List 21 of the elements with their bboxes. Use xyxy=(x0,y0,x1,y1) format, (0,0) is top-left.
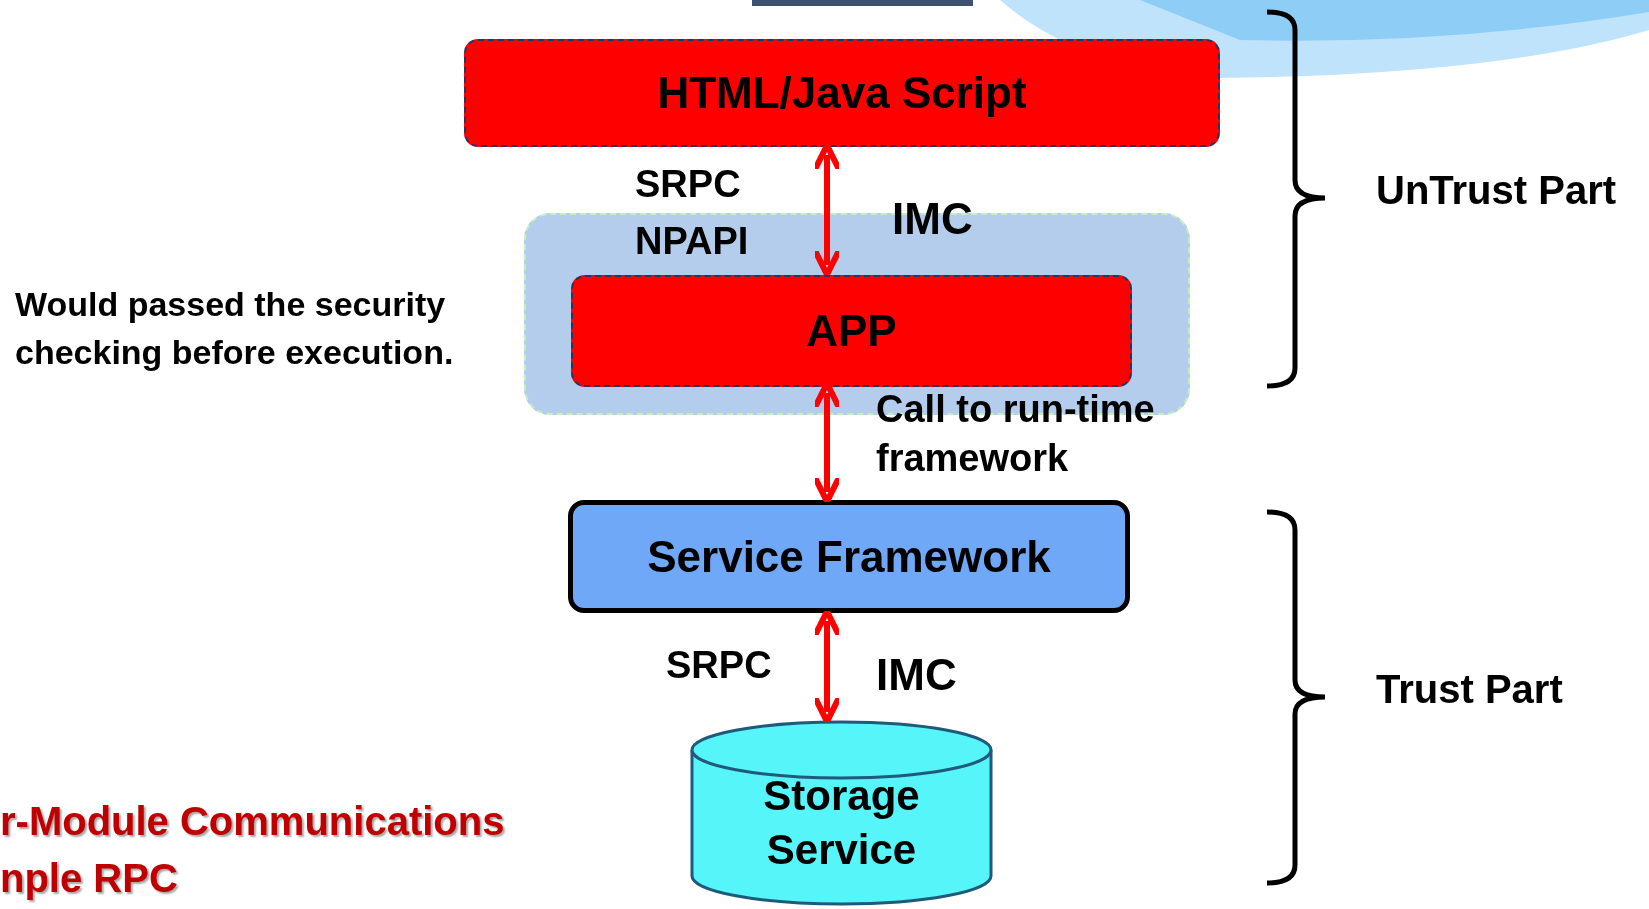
text-label: IMC xyxy=(876,649,957,701)
text-label: Trust Part xyxy=(1376,666,1563,713)
double-arrow xyxy=(812,142,842,278)
process-box xyxy=(571,275,1132,387)
text-label: UnTrust Part xyxy=(1376,167,1617,214)
text-label: SRPC xyxy=(635,162,741,207)
text-label: nple RPC xyxy=(0,855,178,902)
node-label: Storage Service xyxy=(762,770,921,876)
side-note: Would passed the security checking before execution. xyxy=(15,284,455,374)
node-label: Service Framework xyxy=(647,531,1051,582)
process-box xyxy=(568,500,1130,613)
process-box xyxy=(464,39,1220,147)
text-label: Call to run-time framework xyxy=(876,387,1156,482)
text-label: SRPC xyxy=(666,643,772,688)
node-label: HTML/Java Script xyxy=(657,68,1027,118)
node-label: APP xyxy=(806,306,897,356)
text-label: NPAPI xyxy=(635,219,749,264)
text-label: r-Module Communications xyxy=(0,798,505,845)
storage-cylinder xyxy=(690,720,993,906)
text-label: IMC xyxy=(892,193,973,245)
double-arrow xyxy=(812,608,842,725)
